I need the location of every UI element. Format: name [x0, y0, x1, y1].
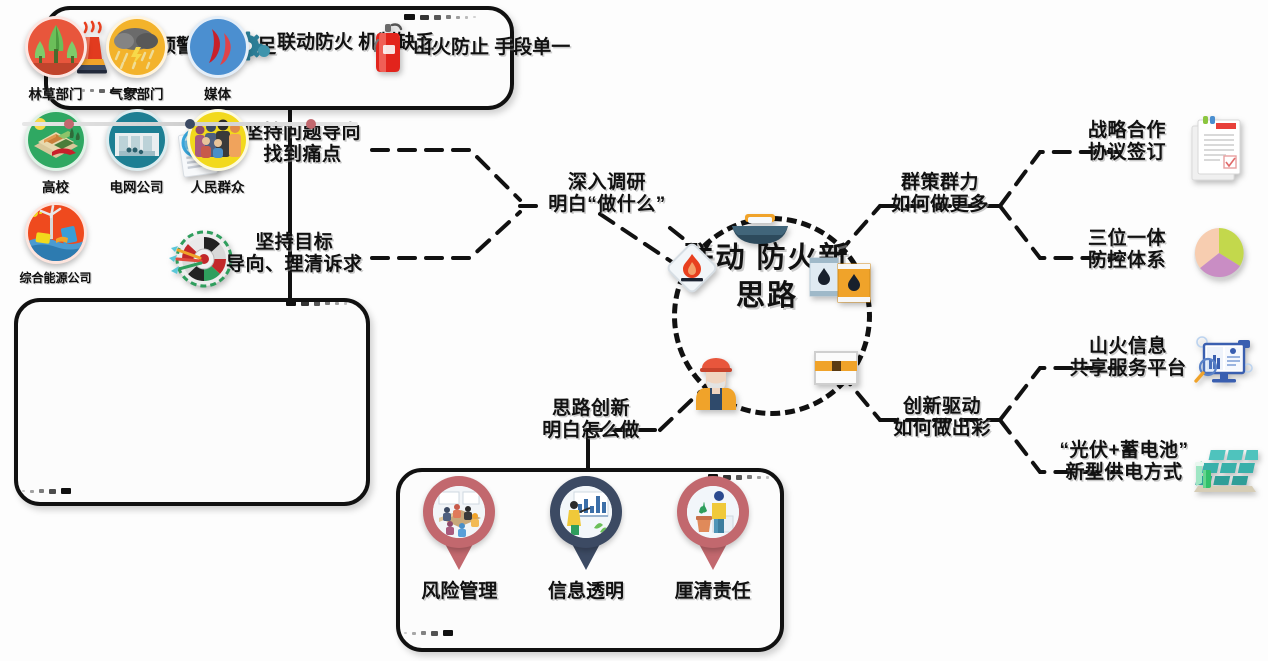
people-icon — [186, 109, 249, 171]
axis-dot-2 — [306, 119, 316, 129]
branch-label-collective: 群策群力 如何做更多 — [891, 172, 989, 216]
stakeholder-item-public[interactable]: 人民群众 — [180, 109, 255, 196]
fire-diamond-badge — [667, 243, 717, 293]
pin-item-responsibility[interactable]: 厘清责任 — [661, 476, 765, 603]
stakeholder-label: 气象部门 — [109, 87, 164, 102]
dartboard-icon — [169, 230, 233, 288]
stakeholder-label: 电网公司 — [109, 180, 164, 195]
person-plant-icon — [676, 476, 749, 548]
stakeholder-item-meteorology[interactable]: 气象部门 — [99, 16, 174, 103]
pin-item-risk[interactable]: 风险管理 — [407, 476, 511, 603]
panel-stake-dots-bottom — [22, 488, 71, 494]
problem-item-2: 山火防止 手段单一 — [372, 20, 570, 76]
branch-label-thinking: 思路创新 明白怎么做 — [542, 398, 640, 442]
energy-icon — [24, 202, 87, 264]
branch-label-innovation: 创新驱动 如何做出彩 — [893, 396, 991, 440]
wire-leaf-problem-oriented — [370, 148, 522, 202]
oil-barrel-badge — [809, 257, 871, 303]
campus-icon — [24, 109, 87, 171]
forest-icon — [24, 16, 87, 78]
panel-top-dots-bottom — [82, 88, 137, 93]
pin-label: 风险管理 — [421, 581, 498, 602]
meeting-icon — [423, 476, 496, 548]
pin-item-transparency[interactable]: 信息透明 — [534, 476, 638, 603]
document-check-icon — [1191, 116, 1241, 181]
fire-extinguisher-icon — [373, 23, 403, 72]
pin-label: 厘清责任 — [674, 581, 751, 602]
stakeholder-item-powergrid[interactable]: 电网公司 — [99, 109, 174, 196]
stakeholder-label: 综合能源公司 — [19, 271, 92, 285]
powergrid-icon — [105, 109, 168, 171]
stakeholder-item-forest[interactable]: 林草部门 — [18, 16, 93, 103]
stakeholder-grid: 林草部门 气象部门 — [18, 10, 334, 286]
panel-top-dots-top — [404, 14, 476, 20]
crate-badge — [814, 351, 858, 385]
stakeholder-item-energy[interactable]: 综合能源公司 — [18, 202, 93, 286]
leaf-label-info-platform: 山火信息 共享服务平台 — [1069, 336, 1187, 380]
panel-stake-dots-top — [286, 300, 347, 306]
leaf-label-agreement: 战略合作 协议签订 — [1087, 120, 1166, 164]
stakeholder-item-media[interactable]: 媒体 — [180, 16, 255, 103]
leaf-label-three-in-one: 三位一体 防控体系 — [1087, 228, 1166, 272]
stakeholder-label: 媒体 — [204, 87, 231, 102]
leaf-label-solar-battery: “光伏+蓄电池” 新型供电方式 — [1059, 440, 1189, 484]
alarm-siren-icon — [77, 20, 107, 74]
wire-research-stem — [598, 212, 674, 264]
dashboard-monitor-icon — [1194, 336, 1253, 383]
media-icon — [186, 16, 249, 78]
branch-label-research: 深入调研 明白“做什么” — [548, 172, 666, 216]
pins-row: 风险管理 — [396, 476, 776, 603]
pie-chart-icon — [1194, 228, 1244, 280]
stakeholder-label: 人民群众 — [190, 180, 245, 195]
solar-panel-icon — [1194, 450, 1258, 492]
worker-badge — [696, 358, 736, 410]
axis-dot-0 — [64, 119, 74, 129]
pin-label: 信息透明 — [547, 581, 624, 602]
problem-label-2: 山火防止 手段单一 — [413, 36, 571, 58]
presentation-icon — [549, 476, 622, 548]
pins-axis — [22, 119, 358, 129]
storm-icon — [105, 16, 168, 78]
leaf-label-problem-oriented: 坚持问题导向 找到痛点 — [244, 122, 362, 166]
stakeholders-panel — [14, 298, 370, 506]
stakeholder-label: 林草部门 — [28, 87, 83, 102]
panel-pins-dots-bottom — [404, 630, 453, 636]
stakeholder-item-university[interactable]: 高校 — [18, 109, 93, 196]
wire-leaf-goal-oriented — [370, 210, 522, 260]
stakeholder-label: 高校 — [42, 180, 69, 195]
axis-dot-1 — [185, 119, 195, 129]
pot-badge — [732, 214, 788, 244]
leaf-label-goal-oriented: 坚持目标 导向、理清诉求 — [226, 232, 363, 276]
